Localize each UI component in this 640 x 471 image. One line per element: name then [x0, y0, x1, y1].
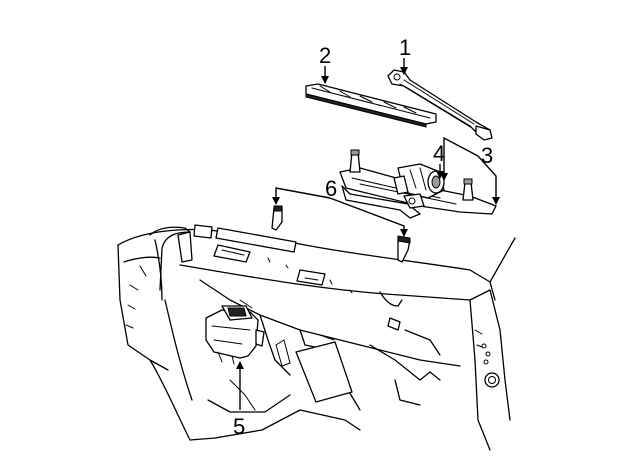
callout-4: 4 — [433, 141, 445, 166]
washer-nozzle-left — [271, 205, 283, 231]
callout-2: 2 — [319, 43, 331, 68]
leader-lines — [236, 58, 500, 410]
washer-reservoir — [205, 305, 265, 365]
cowl-panel-structure — [117, 224, 516, 451]
wiper-linkage-assembly — [339, 149, 497, 219]
callout-1: 1 — [399, 35, 411, 60]
washer-nozzle-right — [397, 235, 411, 263]
callout-5: 5 — [233, 414, 245, 439]
wiper-blade — [305, 83, 437, 128]
wiper-arm — [387, 69, 493, 141]
callout-3: 3 — [481, 143, 493, 168]
callout-6: 6 — [325, 176, 337, 201]
